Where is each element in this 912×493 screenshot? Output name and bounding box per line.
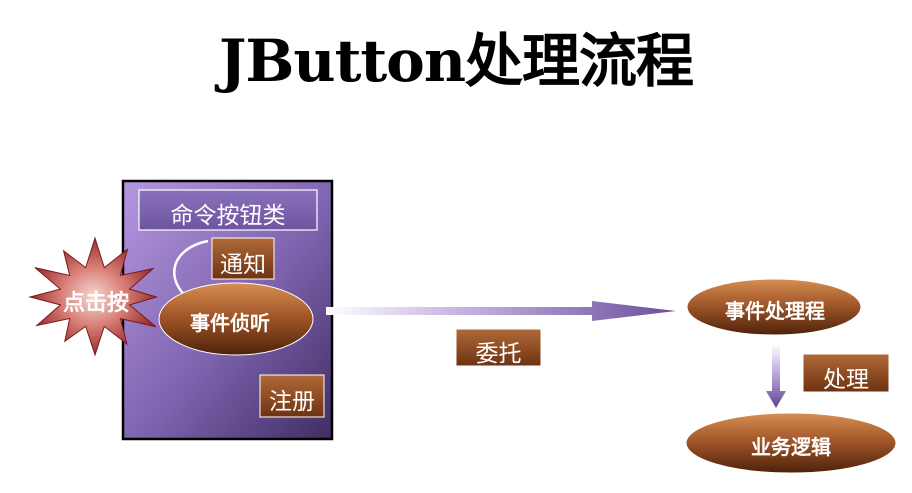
delegate-label: 委托 [475,341,522,367]
click-button-label: 点击按 [62,290,129,316]
event-listener-label: 事件侦听 [190,311,270,335]
command-button-class-box [138,189,318,231]
event-listener-ellipse [158,282,314,356]
delegate-box [455,328,542,367]
business-logic-ellipse [685,412,897,474]
register-box [259,374,325,418]
process-box [802,353,890,393]
notify-label: 通知 [220,252,266,278]
event-handler-ellipse [686,278,862,336]
process-label: 处理 [823,367,869,393]
business-logic-label: 业务逻辑 [751,435,831,459]
register-label: 注册 [269,389,315,415]
click-starburst [28,236,159,357]
delegate-arrow [326,301,676,321]
process-down-arrow [766,344,786,408]
page-title: JButton处理流程 [218,27,694,95]
notify-box [211,237,275,280]
command-button-class-label: 命令按钮类 [170,203,286,229]
event-handler-label: 事件处理程 [725,299,825,323]
